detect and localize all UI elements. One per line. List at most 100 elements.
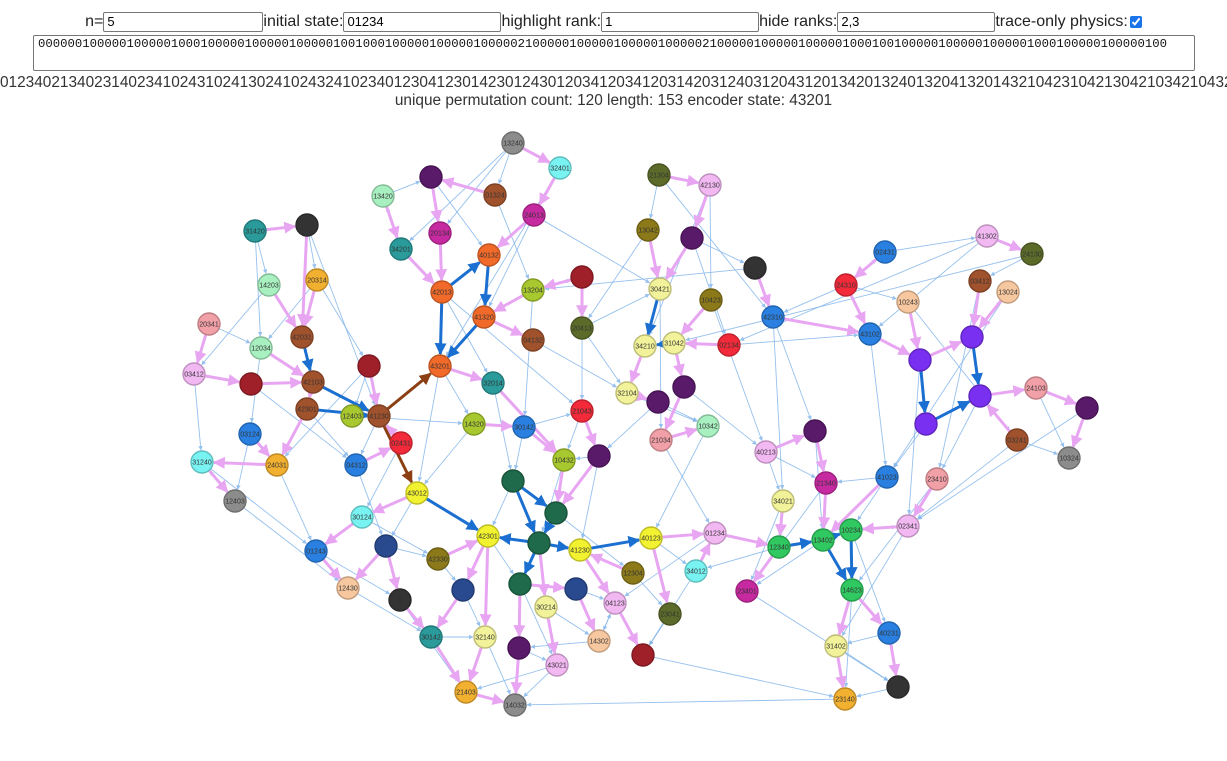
graph-node-circle[interactable]	[975, 224, 999, 248]
graph-node[interactable]: 03241	[1005, 428, 1029, 452]
graph-node-circle[interactable]	[295, 397, 319, 421]
graph-node-circle[interactable]	[615, 381, 639, 405]
graph-node-circle[interactable]	[696, 414, 720, 438]
graph-node-circle[interactable]	[834, 273, 858, 297]
graph-node[interactable]: 40231	[877, 621, 901, 645]
graph-node-circle[interactable]	[996, 280, 1020, 304]
graph-node[interactable]: 24310	[834, 273, 858, 297]
graph-node[interactable]: 24103	[1024, 376, 1048, 400]
graph-node[interactable]: 02341	[896, 514, 920, 538]
graph-node[interactable]	[239, 372, 263, 396]
graph-node-circle[interactable]	[357, 354, 381, 378]
graph-node-circle[interactable]	[501, 131, 525, 155]
graph-node[interactable]: 30214	[534, 595, 558, 619]
graph-node[interactable]: 30142	[419, 625, 443, 649]
graph-node[interactable]	[803, 419, 827, 443]
graph-node[interactable]: 42031	[290, 325, 314, 349]
graph-node[interactable]	[680, 226, 704, 250]
graph-node-circle[interactable]	[648, 277, 672, 301]
graph-node-circle[interactable]	[633, 334, 657, 358]
graph-node[interactable]: 41320	[472, 305, 496, 329]
graph-node[interactable]: 32401	[548, 156, 572, 180]
graph-node[interactable]	[908, 348, 932, 372]
graph-node-circle[interactable]	[507, 636, 531, 660]
graph-node[interactable]: 10423	[699, 288, 723, 312]
hide-ranks-input[interactable]	[837, 11, 996, 32]
graph-node-circle[interactable]	[672, 375, 696, 399]
graph-node-circle[interactable]	[522, 203, 546, 227]
graph-node[interactable]	[357, 354, 381, 378]
graph-node[interactable]: 02134	[717, 333, 741, 357]
graph-node[interactable]: 20341	[197, 312, 221, 336]
graph-node-circle[interactable]	[960, 325, 984, 349]
graph-node-circle[interactable]	[462, 412, 486, 436]
graph-node-circle[interactable]	[419, 165, 443, 189]
graph-node-circle[interactable]	[451, 578, 475, 602]
graph-node[interactable]	[886, 675, 910, 699]
graph-node[interactable]	[527, 531, 551, 555]
graph-node[interactable]: 02431	[873, 240, 897, 264]
graph-node[interactable]: 23140	[833, 687, 857, 711]
graph-node-circle[interactable]	[405, 481, 429, 505]
graph-node[interactable]: 32014	[481, 371, 505, 395]
graph-node-circle[interactable]	[426, 547, 450, 571]
graph-node-circle[interactable]	[570, 316, 594, 340]
graph-node[interactable]: 23410	[925, 467, 949, 491]
graph-node[interactable]	[295, 213, 319, 237]
graph-node-circle[interactable]	[875, 465, 899, 489]
graph-node[interactable]: 20314	[305, 268, 329, 292]
graph-node[interactable]: 34012	[684, 559, 708, 583]
graph-node[interactable]: 01324	[483, 183, 507, 207]
graph-node-circle[interactable]	[743, 256, 767, 280]
graph-node-circle[interactable]	[336, 576, 360, 600]
graph-node[interactable]: 21043	[570, 399, 594, 423]
graph-node-circle[interactable]	[833, 687, 857, 711]
graph-node[interactable]: 12034	[249, 336, 273, 360]
graph-node-circle[interactable]	[472, 305, 496, 329]
graph-node[interactable]: 10342	[696, 414, 720, 438]
graph-node[interactable]	[631, 643, 655, 667]
graph-node-circle[interactable]	[703, 521, 727, 545]
graph-node[interactable]	[451, 578, 475, 602]
graph-node[interactable]: 42301	[476, 524, 500, 548]
graph-node-circle[interactable]	[340, 404, 364, 428]
graph-node[interactable]: 24013	[522, 203, 546, 227]
graph-node[interactable]: 31042	[662, 331, 686, 355]
graph-node-circle[interactable]	[388, 588, 412, 612]
graph-node-circle[interactable]	[367, 404, 391, 428]
graph-node[interactable]: 31420	[243, 219, 267, 243]
graph-node[interactable]: 34201	[389, 237, 413, 261]
graph-node[interactable]: 14302	[587, 629, 611, 653]
graph-node-circle[interactable]	[814, 471, 838, 495]
graph-node-circle[interactable]	[647, 163, 671, 187]
graph-node[interactable]: 40213	[754, 440, 778, 464]
graph-node[interactable]: 23401	[735, 579, 759, 603]
graph-node-circle[interactable]	[570, 399, 594, 423]
graph-node[interactable]	[374, 534, 398, 558]
graph-node-circle[interactable]	[430, 280, 454, 304]
graph-node[interactable]: 20413	[570, 316, 594, 340]
graph-node-circle[interactable]	[858, 322, 882, 346]
graph-node[interactable]: 13420	[371, 184, 395, 208]
graph-node-circle[interactable]	[735, 579, 759, 603]
graph-node-circle[interactable]	[684, 559, 708, 583]
graph-node-circle[interactable]	[257, 273, 281, 297]
graph-node[interactable]: 43012	[405, 481, 429, 505]
graph-node[interactable]	[564, 577, 588, 601]
graph-node[interactable]	[388, 588, 412, 612]
graph-node-circle[interactable]	[239, 372, 263, 396]
graph-node-circle[interactable]	[454, 680, 478, 704]
graph-node[interactable]: 13402	[811, 528, 835, 552]
graph-node-circle[interactable]	[197, 312, 221, 336]
graph-node[interactable]: 41230	[367, 404, 391, 428]
graph-node[interactable]	[501, 469, 525, 493]
trace-only-physics-checkbox[interactable]	[1129, 15, 1142, 28]
graph-node[interactable]: 43021	[545, 653, 569, 677]
graph-node[interactable]: 12430	[336, 576, 360, 600]
graph-node-circle[interactable]	[570, 265, 594, 289]
graph-node-circle[interactable]	[649, 428, 673, 452]
graph-node-circle[interactable]	[249, 336, 273, 360]
graph-node-circle[interactable]	[428, 354, 452, 378]
graph-node-circle[interactable]	[914, 412, 938, 436]
graph-node[interactable]: 14203	[257, 273, 281, 297]
